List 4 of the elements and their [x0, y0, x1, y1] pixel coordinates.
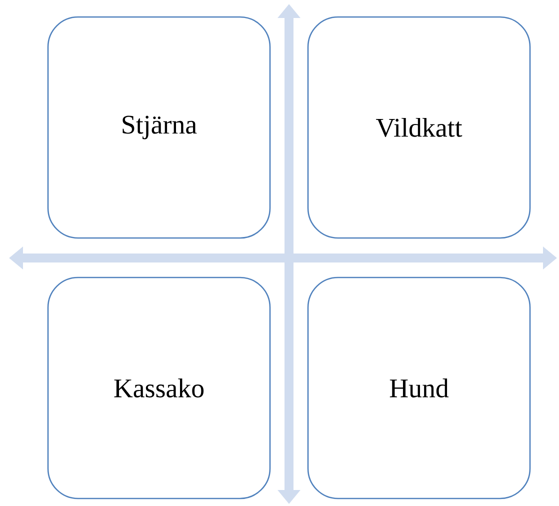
quadrant-box: Vildkatt	[307, 16, 531, 239]
quadrant-box: Stjärna	[47, 16, 271, 239]
quadrant-box: Hund	[307, 276, 531, 500]
quadrant-box: Kassako	[47, 276, 271, 500]
